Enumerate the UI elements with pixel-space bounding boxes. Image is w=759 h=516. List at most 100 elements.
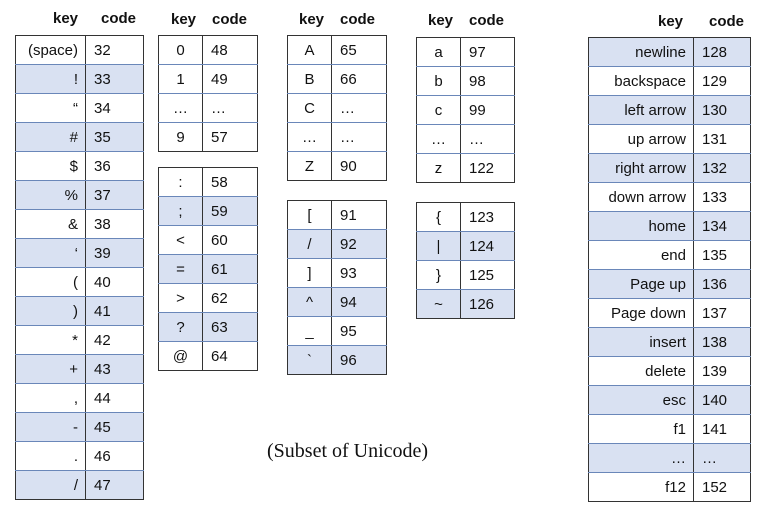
key-cell: Z	[287, 151, 332, 181]
code-cell: 99	[460, 95, 515, 125]
key-cell: backspace	[588, 66, 694, 96]
key-cell: …	[588, 443, 694, 473]
key-cell: !	[15, 64, 86, 94]
code-cell: 92	[331, 229, 387, 259]
table-row: =61	[158, 254, 258, 284]
code-cell: 63	[202, 312, 258, 342]
table-row: ;59	[158, 196, 258, 226]
code-cell: 122	[469, 159, 495, 177]
code-cell: 61	[202, 254, 258, 284]
key-cell: %	[15, 180, 86, 210]
code-cell: 58	[202, 167, 258, 197]
key-cell: /	[15, 470, 86, 500]
table-row: ^94	[287, 287, 387, 317]
key-cell: f12	[588, 472, 694, 502]
key-header: key	[428, 12, 454, 29]
table-row: ~126	[416, 289, 515, 319]
key-cell: `	[287, 345, 332, 375]
code-cell: …	[693, 443, 751, 473]
table-row: |124	[416, 231, 515, 261]
code-cell: 38	[85, 209, 144, 239]
code-cell: 44	[85, 383, 144, 413]
key-cell: B	[287, 64, 332, 94]
key-cell: &	[15, 209, 86, 239]
table-row: z 122	[416, 153, 515, 183]
code-cell: 141	[693, 414, 751, 444]
key-header: key	[658, 13, 684, 30]
key-cell: f1	[588, 414, 694, 444]
key-cell: {	[416, 202, 461, 232]
table-row: !33	[15, 64, 144, 94]
key-cell: C	[287, 93, 332, 123]
table-row: @64	[158, 341, 258, 371]
table-row: %37	[15, 180, 144, 210]
table-row: ,44	[15, 383, 144, 413]
code-cell: 37	[85, 180, 144, 210]
table-row: Z 90	[287, 151, 387, 181]
code-cell: 59	[202, 196, 258, 226]
key-header: key	[53, 10, 79, 27]
table-row: /47	[15, 470, 144, 500]
key-cell: down arrow	[588, 182, 694, 212]
table-row: >62	[158, 283, 258, 313]
key-cell: home	[588, 211, 694, 241]
code-cell: …	[331, 93, 387, 123]
code-cell: 36	[85, 151, 144, 181]
key-cell: right arrow	[588, 153, 694, 183]
key-cell: Page up	[588, 269, 694, 299]
key-cell: @	[158, 341, 203, 371]
code-cell: 41	[85, 296, 144, 326]
table-row: (space)32	[15, 35, 144, 65]
code-cell: 124	[460, 231, 515, 261]
code-cell: 96	[331, 345, 387, 375]
punctuation-table-4: {123|124}125~126	[416, 202, 515, 319]
key-cell: z	[416, 153, 461, 183]
key-cell: [	[287, 200, 332, 230]
code-cell: 90	[340, 157, 357, 175]
key-cell: .	[15, 441, 86, 471]
figure-caption: (Subset of Unicode)	[267, 440, 429, 462]
code-cell: 125	[460, 260, 515, 290]
table-row: ……	[158, 93, 258, 123]
code-cell: 126	[460, 289, 515, 319]
key-cell: (space)	[15, 35, 86, 65]
table-row: ……	[287, 122, 387, 152]
key-cell: /	[287, 229, 332, 259]
key-cell: ]	[287, 258, 332, 288]
code-header: code	[709, 13, 745, 30]
table-row: _95	[287, 316, 387, 346]
table-row: -45	[15, 412, 144, 442]
key-cell: |	[416, 231, 461, 261]
code-cell: …	[460, 124, 515, 154]
table-row: <60	[158, 225, 258, 255]
key-cell: ;	[158, 196, 203, 226]
key-cell: Page down	[588, 298, 694, 328]
code-cell: 128	[693, 37, 751, 67]
punctuation-table-1: (space)32!33“34#35$36%37&38‘39(40)41*42+…	[15, 35, 144, 500]
key-cell: b	[416, 66, 461, 96]
code-cell: 139	[693, 356, 751, 386]
table-row: :58	[158, 167, 258, 197]
key-cell: newline	[588, 37, 694, 67]
key-cell: 0	[158, 35, 203, 65]
key-cell: …	[158, 93, 203, 123]
table-row: )41	[15, 296, 144, 326]
table-row: .46	[15, 441, 144, 471]
